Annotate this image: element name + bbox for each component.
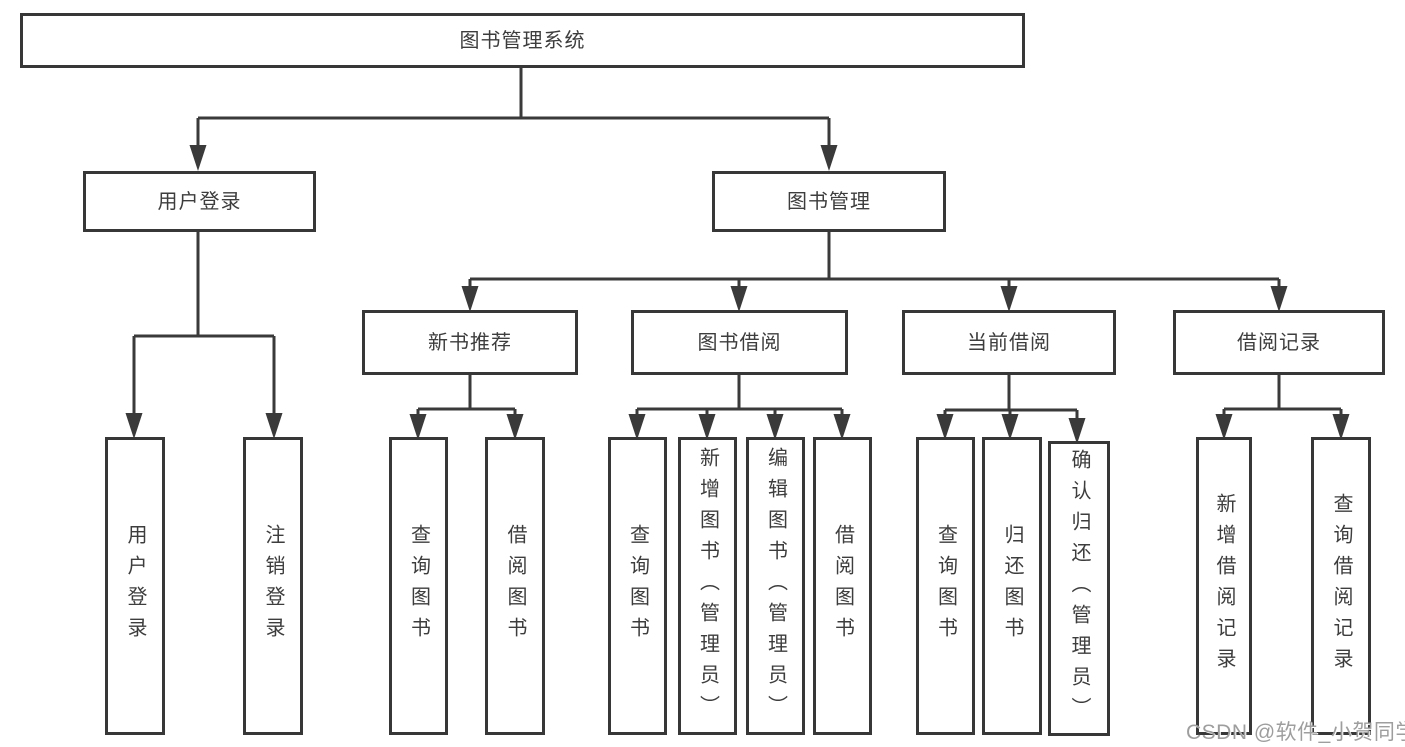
node-book-mgmt-label: 图书管理 [787,190,871,213]
leaf-rd-query-record-label: 查询借阅记录 [1330,493,1352,679]
node-borrow-record-label: 借阅记录 [1237,331,1321,354]
arrowhead [1000,286,1018,312]
arrowhead [1068,418,1086,444]
arrowhead [936,414,954,440]
leaf-cur-return-books-label: 归还图书 [1001,524,1023,648]
node-user-login: 用户登录 [83,171,316,232]
connector-root [196,68,831,150]
leaf-cur-confirm-return-admin-label: 确认归还（管理员） [1068,449,1090,728]
csdn-watermark: CSDN @软件_小贺同学 [1186,721,1405,744]
node-current-borrow: 当前借阅 [902,310,1116,375]
arrowhead [730,286,748,312]
leaf-user-login: 用户登录 [105,437,165,735]
arrowhead [698,414,716,440]
leaf-bb-borrow-books: 借阅图书 [813,437,872,735]
node-book-borrow-label: 图书借阅 [697,331,782,354]
node-borrow-record: 借阅记录 [1173,310,1385,375]
leaf-rd-query-record: 查询借阅记录 [1311,437,1371,735]
arrowhead [265,413,283,439]
node-new-book-rec: 新书推荐 [362,310,578,375]
leaf-rd-add-record: 新增借阅记录 [1196,437,1252,735]
node-new-book-rec-label: 新书推荐 [428,331,512,354]
arrowhead [766,414,784,440]
leaf-logout-label: 注销登录 [262,524,284,648]
arrowhead [820,145,838,171]
leaf-bb-borrow-books-label: 借阅图书 [831,524,854,648]
connector-new-book-rec [416,375,517,420]
leaf-logout: 注销登录 [243,437,303,735]
arrowhead [1332,414,1350,440]
arrowhead [189,145,207,171]
arrowhead [833,414,851,440]
node-root: 图书管理系统 [20,13,1025,68]
leaf-rec-query-books-label: 查询图书 [407,524,430,648]
leaf-bb-edit-books-admin: 编辑图书（管理员） [746,437,805,735]
arrowhead [461,286,479,312]
connector-borrow-record [1222,375,1343,420]
node-book-borrow: 图书借阅 [631,310,848,375]
connector-book-mgmt [468,232,1281,292]
node-root-label: 图书管理系统 [459,29,586,52]
leaf-bb-add-books-admin: 新增图书（管理员） [678,437,737,735]
leaf-bb-edit-books-admin-label: 编辑图书（管理员） [764,446,787,726]
connector-user-login [132,232,276,418]
node-book-mgmt: 图书管理 [712,171,946,232]
leaf-bb-add-books-admin-label: 新增图书（管理员） [696,446,719,726]
leaf-cur-query-books-label: 查询图书 [934,524,957,648]
arrowheads [125,145,1350,444]
arrowhead [628,414,646,440]
arrowhead [1270,286,1288,312]
leaf-user-login-label: 用户登录 [124,524,146,648]
leaf-bb-query-books: 查询图书 [608,437,667,735]
leaf-bb-query-books-label: 查询图书 [626,524,649,648]
leaf-cur-return-books: 归还图书 [982,437,1042,735]
leaf-rec-borrow-books-label: 借阅图书 [504,524,526,648]
arrowhead [409,414,427,440]
node-user-login-label: 用户登录 [157,190,242,213]
arrowhead [1215,414,1233,440]
node-current-borrow-label: 当前借阅 [967,331,1051,354]
leaf-rd-add-record-label: 新增借阅记录 [1213,493,1235,679]
leaf-cur-query-books: 查询图书 [916,437,975,735]
leaf-rec-borrow-books: 借阅图书 [485,437,545,735]
arrowhead [1001,414,1019,440]
leaf-cur-confirm-return-admin: 确认归还（管理员） [1048,441,1110,736]
leaf-rec-query-books: 查询图书 [389,437,448,735]
arrowhead [506,414,524,440]
connector-book-borrow [635,375,844,420]
arrowhead [125,413,143,439]
